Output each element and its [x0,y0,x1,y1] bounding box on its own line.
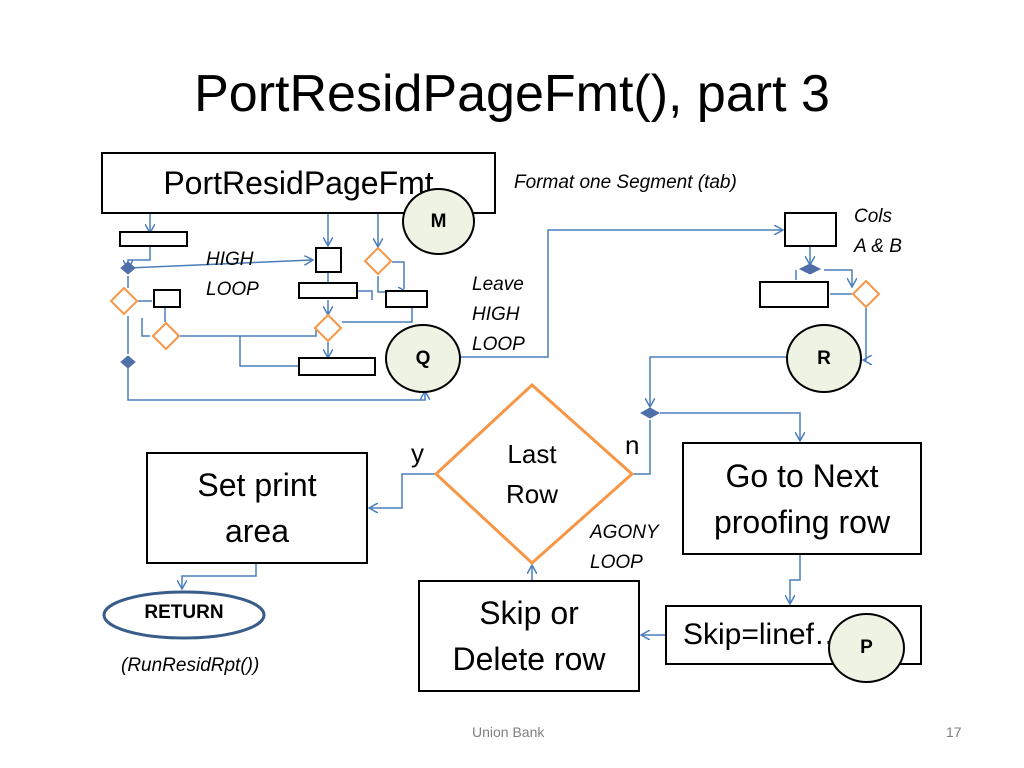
leave-high-loop-label: Leave HIGH LOOP [472,274,525,355]
flow-line [790,555,801,603]
flow-line [377,276,406,292]
mini-decision-diamond [151,321,181,351]
flow-line [180,330,317,337]
flow-line [127,368,425,401]
high-loop-label: HIGH LOOP [206,249,259,300]
slide-title: PortResidPageFmt(), part 3 [194,65,830,123]
flow-line [141,318,150,337]
junction-marker [639,407,661,419]
branch-no-label: n [625,430,640,460]
mini-process-box [298,357,376,376]
mini-boxes [119,212,837,376]
mini-process-box [153,289,181,308]
flow-line [660,412,800,440]
mini-decision-diamond [363,246,393,276]
mini-decision-diamond [109,286,139,316]
flow-line [460,230,782,358]
set-print-area-box: Set print area [146,452,368,564]
connector-lines [128,212,866,635]
junctions [120,261,822,419]
mini-process-box [298,282,358,299]
mini-process-box [759,281,829,308]
mini-decision-diamond [313,313,343,343]
skip-or-delete-label: Skip or Delete row [452,595,606,677]
flow-line [864,308,866,360]
connector-p-circle: P [828,613,905,683]
flow-line [824,269,852,286]
last-row-decision-diamond [433,382,635,566]
portresidpagefmt-label: PortResidPageFmt [163,164,434,201]
flow-line [650,356,790,406]
flow-line [127,260,312,269]
mini-process-box [784,212,837,247]
flow-line [392,261,405,289]
go-next-row-box: Go to Next proofing row [682,442,922,555]
mini-decisions [109,246,881,351]
flow-line [182,564,257,588]
connector-q-circle: Q [385,324,461,393]
mini-process-box [385,290,428,308]
flow-line [239,336,298,367]
go-next-row-label: Go to Next proofing row [713,457,891,540]
cols-label: Cols A & B [854,206,902,257]
flow-line [357,290,373,300]
page-number: 17 [946,724,962,740]
agony-loop-label: AGONY LOOP [590,522,659,573]
set-print-area-label: Set print area [197,467,317,549]
connector-r-circle: R [786,324,862,393]
flow-line [370,473,436,508]
format-note: Format one Segment (tab) [514,172,737,193]
branch-yes-label: y [411,438,424,468]
junction-marker [798,263,822,275]
skip-or-delete-box: Skip or Delete row [418,580,640,692]
junction-marker [120,355,136,369]
return-label: RETURN [144,602,224,623]
return-caller-label: (RunResidRpt()) [121,655,260,676]
connector-m-circle: M [402,188,475,255]
junction-marker [120,261,136,275]
footer-left: Union Bank [472,724,545,740]
mini-process-box [315,247,342,273]
last-row-label: Last Row [505,439,558,509]
mini-process-box [119,231,188,247]
flow-line [342,307,413,323]
flow-line [632,420,651,475]
return-terminator-shape [102,590,266,640]
skip-line-label: Skip=linef…) [683,618,854,651]
mini-decision-diamond [851,279,881,309]
